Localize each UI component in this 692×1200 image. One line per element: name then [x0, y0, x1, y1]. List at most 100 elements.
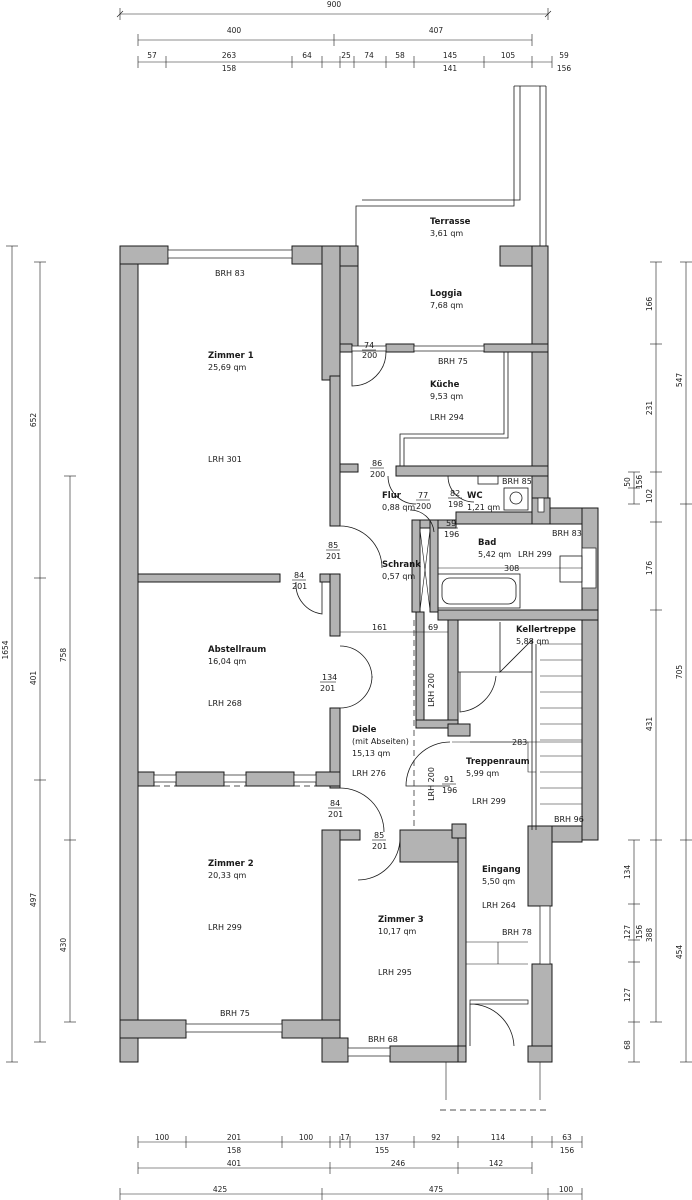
bottom-dimensions: 100 201 100 17 137 92 114 63 158 155 156… [119, 1133, 583, 1200]
door-abstell-top: 84 [294, 571, 304, 580]
room-kueche-lrh: LRH 294 [430, 413, 464, 422]
dim-bot-158: 158 [227, 1146, 242, 1155]
room-bad-area: 5,42 qm [478, 550, 511, 559]
brh-eingang: BRH 78 [502, 928, 532, 937]
room-schrank-area: 0,57 qm [382, 572, 415, 581]
door-zimmer3-bottom: 201 [372, 842, 387, 851]
dim-bot-475: 475 [429, 1185, 444, 1194]
dim-bot-137: 137 [375, 1133, 390, 1142]
dim-top-total: 900 [327, 0, 342, 9]
dim-right-156: 156 [635, 475, 644, 490]
room-treppenraum: Treppenraum [466, 757, 530, 767]
brh-z1-top: BRH 83 [215, 269, 245, 278]
door-kueche-bottom: 200 [370, 470, 385, 479]
dim-bot-92: 92 [431, 1133, 441, 1142]
room-zimmer3: Zimmer 3 [378, 915, 424, 925]
room-zimmer1-area: 25,69 qm [208, 363, 247, 372]
dim-right-231: 231 [645, 401, 654, 416]
room-abstellraum-lrh: LRH 268 [208, 699, 242, 708]
door-abstell2-top: 134 [322, 673, 337, 682]
room-bad: Bad [478, 538, 496, 548]
lrh200-b: LRH 200 [427, 767, 436, 801]
dim-top-59: 59 [559, 51, 569, 60]
room-loggia-area: 7,68 qm [430, 301, 463, 310]
dim-bot-63: 63 [562, 1133, 572, 1142]
dim-right-127b: 127 [623, 988, 632, 1003]
door-labels: 74 200 86 200 77 200 82 198 59 196 85 20… [292, 341, 463, 851]
dim-left-1654: 1654 [1, 640, 10, 659]
brh-kueche: BRH 75 [438, 357, 468, 366]
room-schrank: Schrank [382, 560, 421, 570]
dim-top-263: 263 [222, 51, 237, 60]
room-bad-lrh: LRH 299 [518, 550, 552, 559]
dim-top-407: 407 [429, 26, 444, 35]
room-treppenraum-lrh: LRH 299 [472, 797, 506, 806]
window-labels: BRH 83 BRH 75 BRH 85 BRH 83 BRH 96 BRH 7… [215, 269, 584, 1044]
dim-right-388: 388 [645, 928, 654, 943]
room-labels: Terrasse 3,61 qm Loggia 7,68 qm Zimmer 1… [208, 217, 576, 977]
dim-right-705: 705 [675, 665, 684, 680]
room-diele-area: 15,13 qm [352, 749, 391, 758]
dim-left-652: 652 [29, 413, 38, 428]
dim-bot-114: 114 [491, 1133, 506, 1142]
dim-top-156: 156 [557, 64, 572, 73]
dim-left-430: 430 [59, 938, 68, 953]
room-flur-area: 0,88 qm [382, 503, 415, 512]
dim-right-176: 176 [645, 561, 654, 576]
dim-right-50: 50 [623, 477, 632, 487]
dim-bot-100a: 100 [155, 1133, 170, 1142]
room-eingang: Eingang [482, 865, 521, 875]
door-wc-top: 82 [450, 489, 460, 498]
dim-bot-100b: 100 [299, 1133, 314, 1142]
dim-top-145: 145 [443, 51, 458, 60]
dim-bot-246: 246 [391, 1159, 406, 1168]
dim-right-127a: 127 [623, 925, 632, 940]
dim-top-58: 58 [395, 51, 405, 60]
doors [295, 351, 529, 1047]
dim-bot-155: 155 [375, 1146, 390, 1155]
bad-width: 308 [504, 564, 519, 573]
dim-bot-142: 142 [489, 1159, 504, 1168]
room-kueche: Küche [430, 380, 460, 390]
door-flur-top: 77 [418, 491, 428, 500]
lrh200-a: LRH 200 [427, 673, 436, 707]
room-diele-sub: (mit Abseiten) [352, 737, 409, 746]
door-wc-bottom: 198 [448, 500, 463, 509]
room-zimmer2-lrh: LRH 299 [208, 923, 242, 932]
dim-right-102: 102 [645, 489, 654, 504]
dim-top-74: 74 [364, 51, 374, 60]
door-bad-top: 59 [446, 519, 456, 528]
left-dimensions: 1654 652 401 497 758 430 [1, 245, 76, 1063]
dim-bot-401: 401 [227, 1159, 242, 1168]
room-zimmer3-lrh: LRH 295 [378, 968, 412, 977]
room-treppenraum-area: 5,99 qm [466, 769, 499, 778]
room-zimmer2: Zimmer 2 [208, 859, 254, 869]
dim-bot-156: 156 [560, 1146, 575, 1155]
room-eingang-lrh: LRH 264 [482, 901, 516, 910]
dim-right-134: 134 [623, 865, 632, 880]
dim-top-105: 105 [501, 51, 516, 60]
dim-bot-425: 425 [213, 1185, 228, 1194]
door-flur-bottom: 200 [416, 502, 431, 511]
dim-top-57: 57 [147, 51, 157, 60]
brh-wc: BRH 85 [502, 477, 532, 486]
room-abstellraum-area: 16,04 qm [208, 657, 247, 666]
fixtures [154, 352, 583, 1111]
dim-right-431: 431 [645, 717, 654, 732]
treppe-283: 283 [512, 738, 527, 747]
dim-left-401: 401 [29, 671, 38, 686]
room-terrasse: Terrasse [430, 217, 471, 227]
room-diele: Diele [352, 725, 377, 735]
room-abstellraum: Abstellraum [208, 645, 266, 655]
brh-z3-bottom: BRH 68 [368, 1035, 398, 1044]
diele-161: 161 [372, 623, 387, 632]
dim-right-166: 166 [645, 297, 654, 312]
door-treppen-bottom: 196 [442, 786, 457, 795]
dim-right-68: 68 [623, 1040, 632, 1050]
brh-treppe: BRH 96 [554, 815, 584, 824]
dim-top-158: 158 [222, 64, 237, 73]
room-wc: WC [467, 491, 483, 501]
door-zimmer2-top: 84 [330, 799, 340, 808]
top-dimensions: 900 400 407 57 263 64 25 74 58 145 105 5… [116, 0, 572, 73]
